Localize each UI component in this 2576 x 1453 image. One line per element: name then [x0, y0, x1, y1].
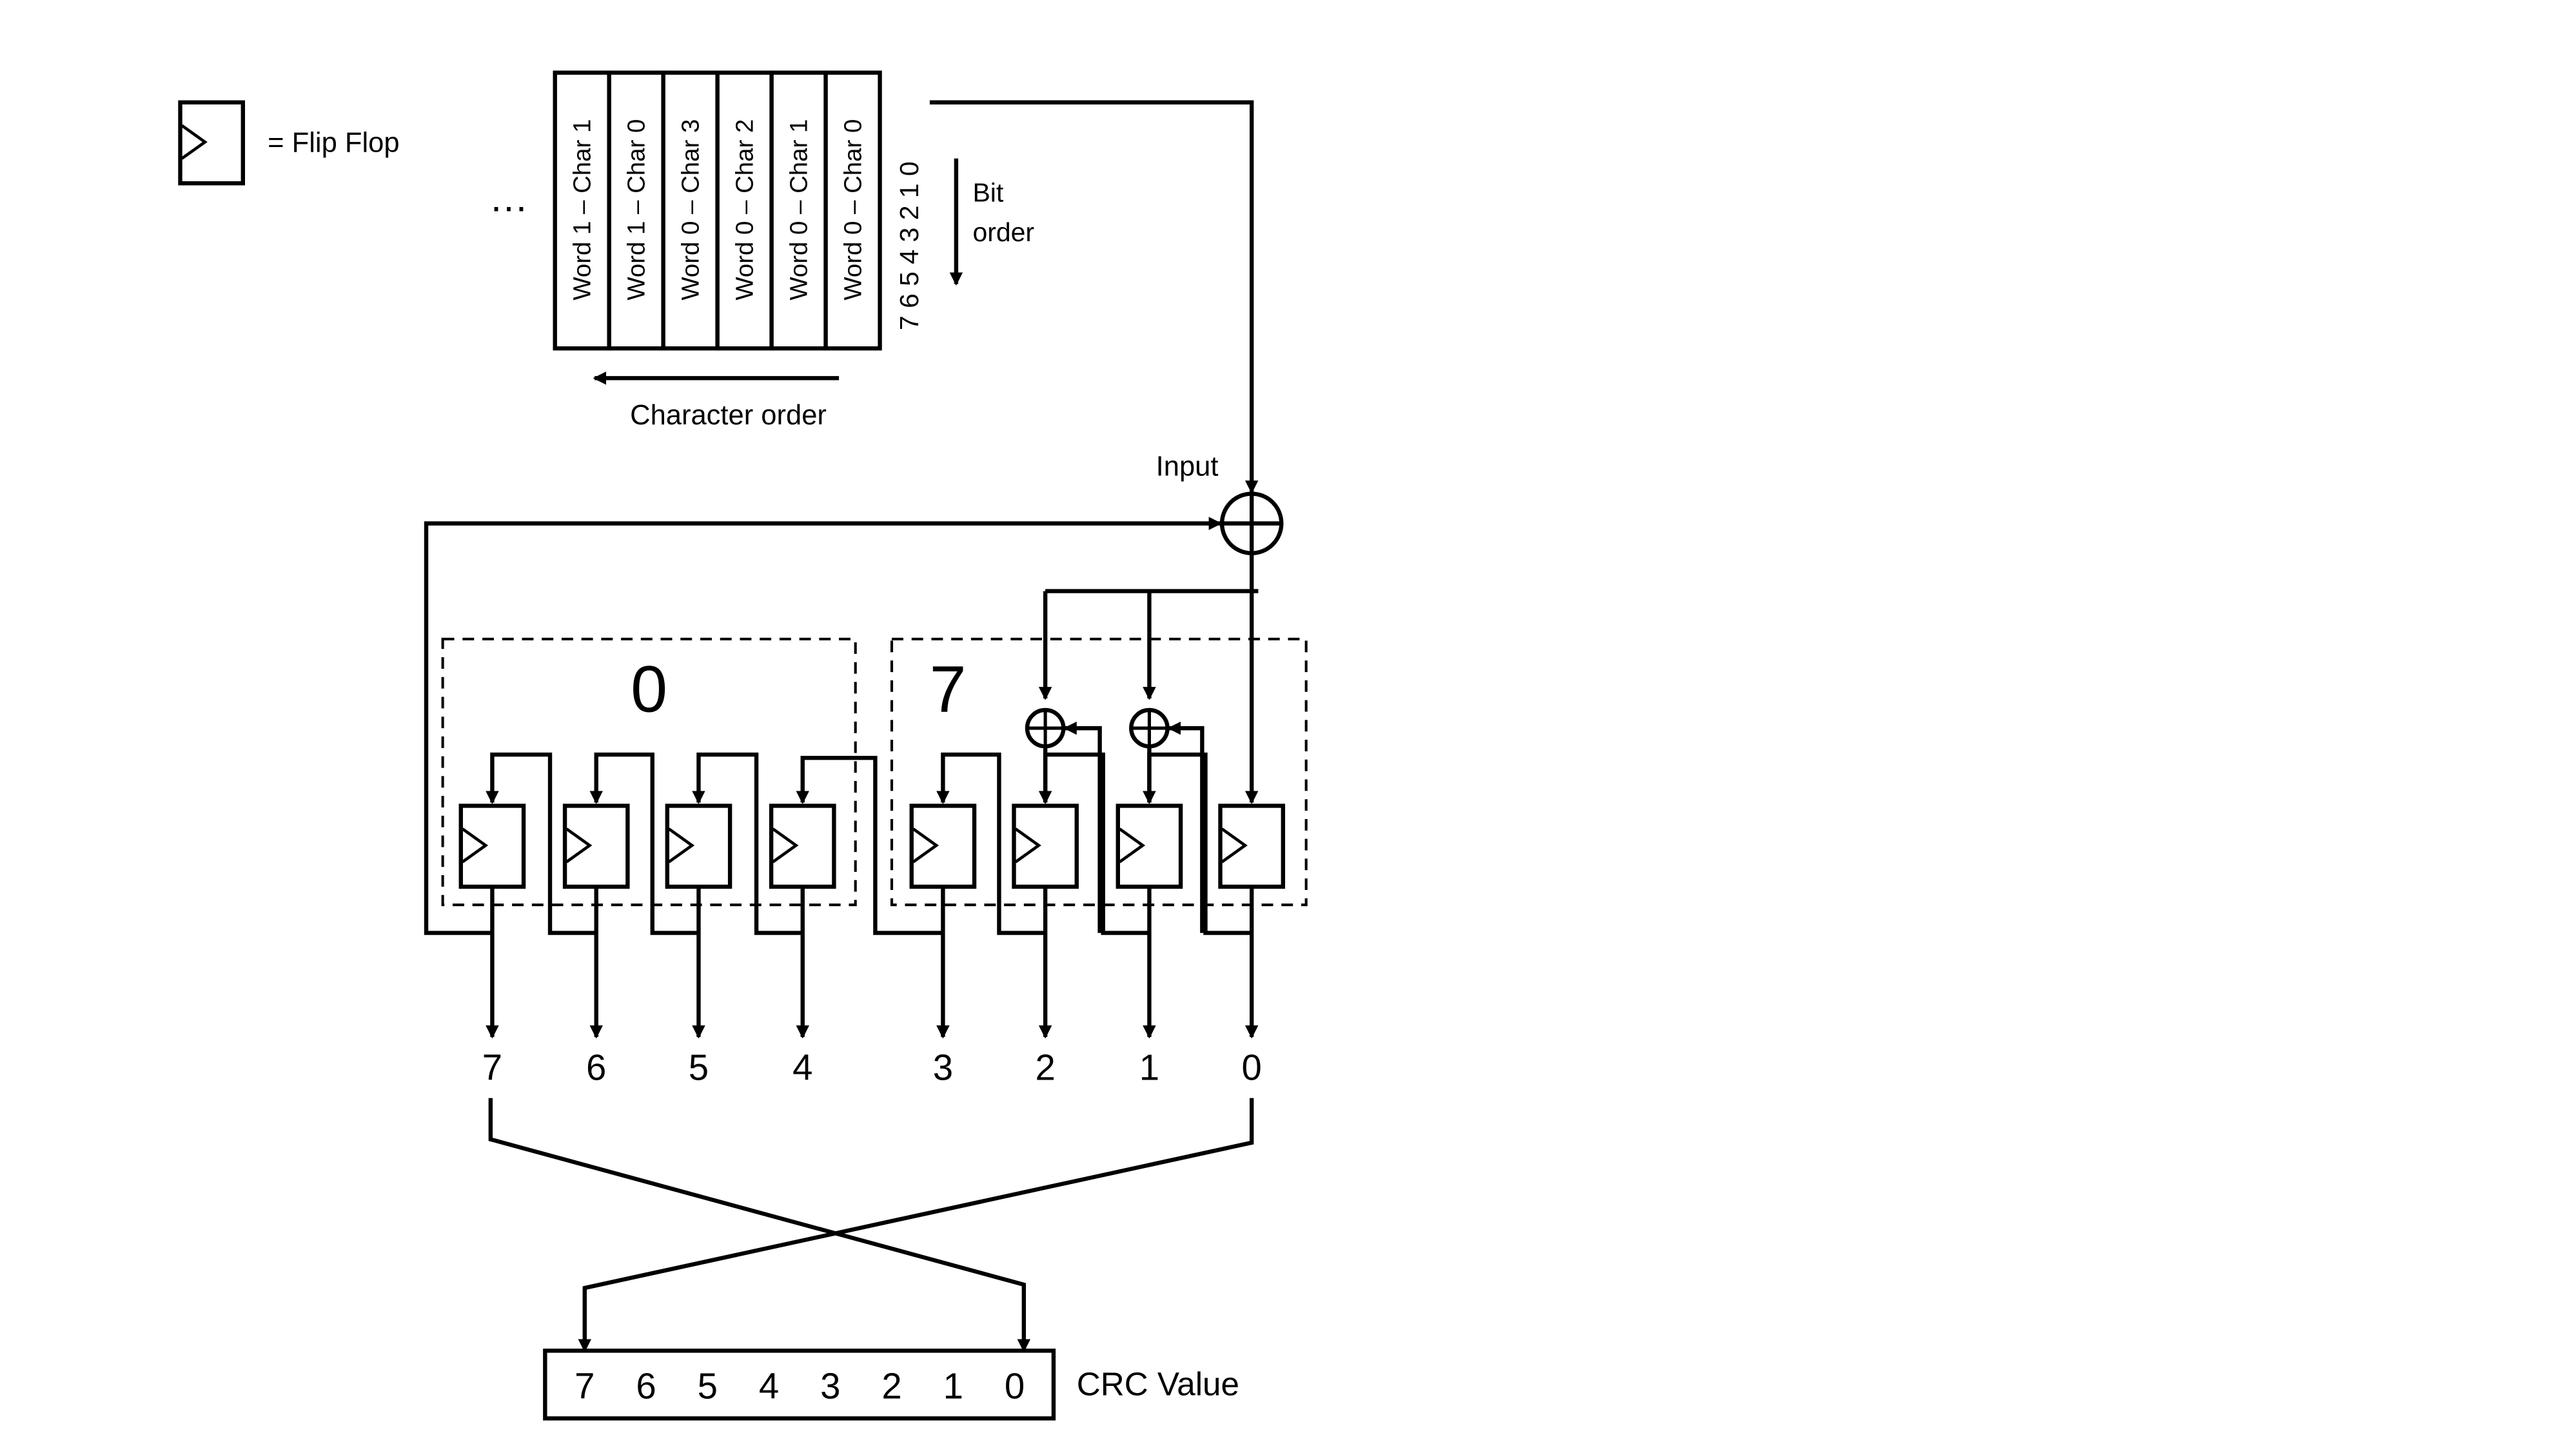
input-wire [929, 100, 1259, 494]
bit-order-label-line1: Bit [972, 177, 1003, 207]
reverse-wire-bit0 [578, 1098, 1254, 1352]
clock-triangle-icon [668, 827, 695, 864]
clock-triangle-icon [461, 827, 489, 864]
legend: = Flip Flop [178, 100, 400, 186]
register-output-label: 5 [689, 1047, 709, 1087]
flip-flop-box [458, 804, 526, 889]
legend-label: = Flip Flop [268, 128, 399, 159]
feedback-taps [1038, 553, 1259, 804]
crc-bit-label: 6 [636, 1366, 656, 1407]
clock-triangle-icon [1221, 827, 1248, 864]
group-left-label: 0 [631, 652, 667, 726]
register-output-label: 3 [933, 1047, 953, 1087]
flip-flop [562, 804, 630, 1039]
input-label: Input [1156, 451, 1219, 482]
crc-bit-label: 1 [943, 1366, 963, 1407]
character-register: Word 1 – Char 1 Word 1 – Char 0 Word 0 – C… [553, 70, 882, 351]
bit-numbers: 7 6 5 4 3 2 1 0 [894, 161, 924, 330]
flip-flop [909, 804, 977, 1039]
flip-flop-box [665, 804, 732, 889]
shift-wire-cross-group [796, 756, 943, 935]
bit-order-label-line2: order [972, 217, 1034, 247]
flip-flop-box [562, 804, 630, 889]
register-output-label: 0 [1242, 1047, 1262, 1087]
shift-wire [692, 752, 803, 935]
register-output-label: 4 [792, 1047, 812, 1087]
flip-flop [1218, 804, 1286, 1039]
register-outputs: 7 6 5 4 3 2 1 0 [482, 1047, 1262, 1087]
char-cell-label: Word 0 – Char 2 [731, 119, 758, 301]
char-cell-label: Word 0 – Char 3 [676, 119, 704, 301]
char-cell [661, 70, 720, 351]
crc-bit-label: 5 [698, 1366, 718, 1407]
crc-value-label: CRC Value [1077, 1366, 1239, 1403]
group-right-label: 7 [930, 652, 967, 726]
flip-flop [458, 804, 526, 1039]
shift-wire [589, 752, 699, 935]
group-box-left [441, 637, 857, 907]
register-output-label: 2 [1035, 1047, 1055, 1087]
crc-bit-label: 0 [1005, 1366, 1025, 1407]
shift-into-xor [1167, 721, 1204, 933]
crc-bit-label: 7 [575, 1366, 595, 1407]
char-cell-label: Word 0 – Char 0 [839, 119, 867, 301]
flip-flop-box [909, 804, 977, 889]
clock-triangle-icon [912, 827, 939, 864]
crc-bit-label: 2 [881, 1366, 901, 1407]
char-cell-label: Word 1 – Char 0 [622, 119, 650, 301]
feedback-wire [424, 517, 1223, 935]
flip-flop [1012, 804, 1079, 1039]
shift-into-xor [1063, 721, 1102, 933]
flip-flop-chain [458, 752, 1286, 1039]
clock-triangle-icon [565, 827, 593, 864]
group-box-right [890, 637, 1308, 907]
char-cell [607, 70, 665, 351]
char-cell-label: Word 0 – Char 1 [785, 119, 812, 301]
clock-triangle-icon [181, 124, 208, 160]
flip-flop-box [1012, 804, 1079, 889]
register-output-label: 7 [482, 1047, 502, 1087]
char-cell [823, 70, 882, 351]
flip-flop-box [1218, 804, 1286, 889]
shift-wire [1143, 752, 1252, 935]
shift-wire [486, 752, 596, 935]
register-output-label: 6 [586, 1047, 606, 1087]
clock-triangle-icon [1119, 827, 1146, 864]
flip-flop-icon [178, 100, 245, 186]
character-order-label: Character order [630, 400, 827, 431]
clock-triangle-icon [772, 827, 799, 864]
crc-bit-label: 4 [759, 1366, 779, 1407]
flip-flop-box [769, 804, 836, 889]
bit-reversal [488, 1098, 1254, 1352]
ellipsis: … [489, 176, 528, 221]
char-cell-label: Word 1 – Char 1 [568, 119, 596, 301]
crc-bit-label: 3 [820, 1366, 840, 1407]
flip-flop-box [1116, 804, 1183, 889]
shift-wire [1038, 752, 1150, 935]
reverse-wire-bit7 [488, 1098, 1031, 1352]
shift-wire [936, 752, 1046, 935]
clock-triangle-icon [1014, 827, 1041, 864]
flip-flop [769, 804, 836, 1039]
crc-value-box [543, 1349, 1056, 1421]
register-output-label: 1 [1139, 1047, 1159, 1087]
flip-flop [1116, 804, 1183, 1039]
input-path: Input [424, 100, 1284, 935]
flip-flop [665, 804, 732, 1039]
